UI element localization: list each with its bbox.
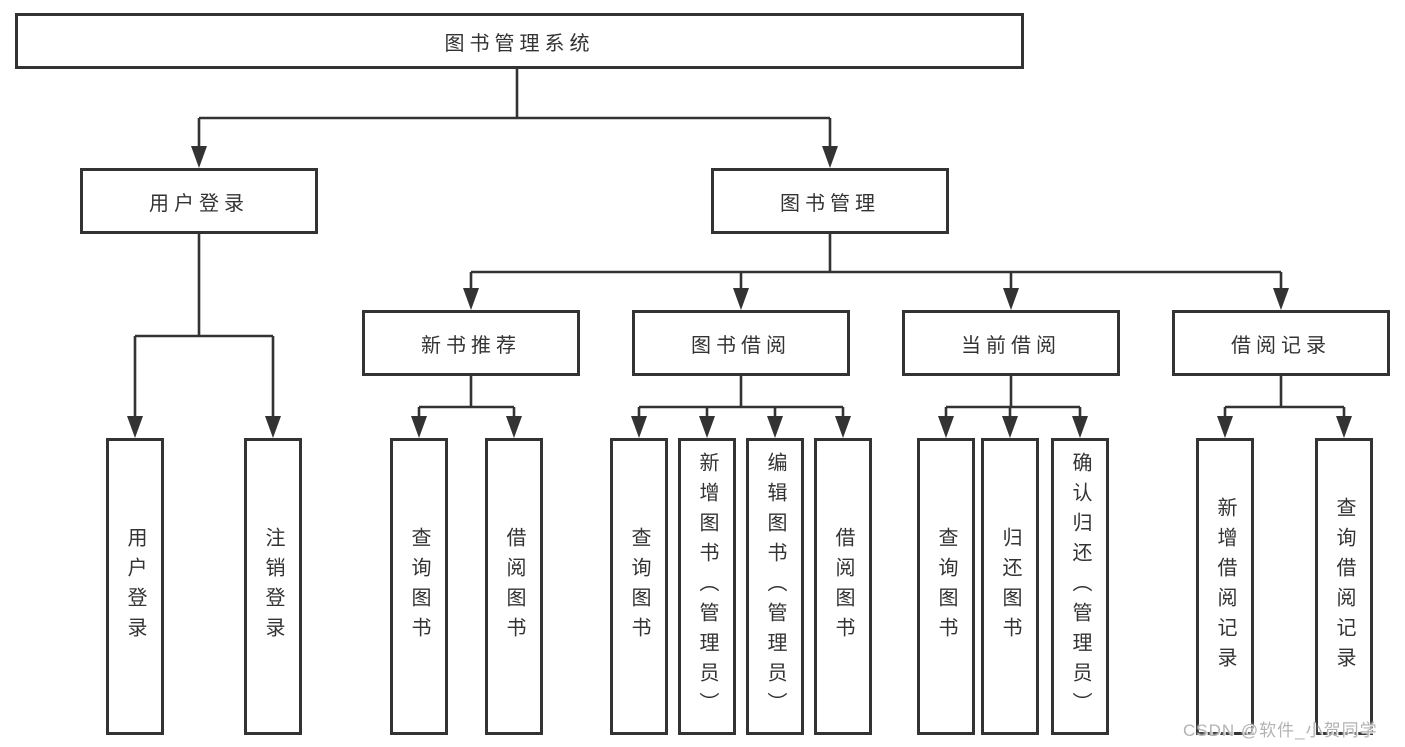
node-root-label: 图书管理系统	[444, 32, 595, 55]
arrowhead-icon	[1273, 288, 1289, 310]
arrowhead-icon	[631, 416, 647, 438]
arrowhead-icon	[191, 146, 207, 168]
leaf-current-return-books: 归还图书	[981, 438, 1039, 735]
arrowhead-icon	[265, 416, 281, 438]
leaf-user-login-label: 用户登录	[124, 526, 146, 647]
node-book-borrowing: 图书借阅	[632, 310, 850, 376]
leaf-borrowing-edit-books-label: 编辑图书（管理员）	[764, 451, 786, 722]
leaf-recommend-borrow-books-label: 借阅图书	[503, 526, 525, 647]
arrowhead-icon	[1072, 416, 1088, 438]
leaf-records-query-record-label: 查询借阅记录	[1333, 496, 1355, 677]
arrowhead-icon	[835, 416, 851, 438]
leaf-records-add-record-label: 新增借阅记录	[1214, 496, 1236, 677]
leaf-current-confirm-return: 确认归还（管理员）	[1051, 438, 1109, 735]
csdn-watermark: CSDN @软件_小贺同学	[1183, 721, 1378, 740]
node-current-borrowing-label: 当前借阅	[961, 334, 1061, 357]
arrowhead-icon	[411, 416, 427, 438]
arrowhead-icon	[938, 416, 954, 438]
arrowhead-icon	[506, 416, 522, 438]
leaf-current-query-books-label: 查询图书	[935, 526, 957, 647]
arrowhead-icon	[1336, 416, 1352, 438]
node-borrowing-records: 借阅记录	[1172, 310, 1390, 376]
leaf-borrowing-add-books-label: 新增图书（管理员）	[696, 451, 718, 722]
arrowhead-icon	[1003, 288, 1019, 310]
leaf-borrowing-add-books: 新增图书（管理员）	[678, 438, 736, 735]
node-user-login: 用户登录	[80, 168, 318, 234]
leaf-logout-label: 注销登录	[262, 526, 284, 647]
leaf-borrowing-query-books: 查询图书	[610, 438, 668, 735]
node-new-book-recommend-label: 新书推荐	[421, 334, 521, 357]
node-user-login-label: 用户登录	[149, 192, 249, 215]
leaf-records-add-record: 新增借阅记录	[1196, 438, 1254, 735]
arrowhead-icon	[1217, 416, 1233, 438]
node-current-borrowing: 当前借阅	[902, 310, 1120, 376]
leaf-recommend-query-books: 查询图书	[390, 438, 448, 735]
leaf-records-query-record: 查询借阅记录	[1315, 438, 1373, 735]
node-book-borrowing-label: 图书借阅	[691, 334, 791, 357]
node-root: 图书管理系统	[15, 13, 1024, 69]
node-book-management: 图书管理	[711, 168, 949, 234]
node-new-book-recommend: 新书推荐	[362, 310, 580, 376]
leaf-current-confirm-return-label: 确认归还（管理员）	[1069, 451, 1091, 722]
leaf-borrowing-borrow-books: 借阅图书	[814, 438, 872, 735]
node-book-management-label: 图书管理	[780, 192, 880, 215]
leaf-user-login: 用户登录	[106, 438, 164, 735]
arrowhead-icon	[463, 288, 479, 310]
leaf-borrowing-query-books-label: 查询图书	[628, 526, 650, 647]
leaf-borrowing-edit-books: 编辑图书（管理员）	[746, 438, 804, 735]
leaf-borrowing-borrow-books-label: 借阅图书	[832, 526, 854, 647]
leaf-recommend-query-books-label: 查询图书	[408, 526, 430, 647]
leaf-current-query-books: 查询图书	[917, 438, 975, 735]
arrowhead-icon	[1002, 416, 1018, 438]
leaf-logout: 注销登录	[244, 438, 302, 735]
arrowhead-icon	[699, 416, 715, 438]
arrowhead-icon	[767, 416, 783, 438]
leaf-recommend-borrow-books: 借阅图书	[485, 438, 543, 735]
arrowhead-icon	[127, 416, 143, 438]
leaf-current-return-books-label: 归还图书	[999, 526, 1021, 647]
arrowheads	[127, 146, 1352, 438]
arrowhead-icon	[822, 146, 838, 168]
node-borrowing-records-label: 借阅记录	[1231, 334, 1331, 357]
arrowhead-icon	[733, 288, 749, 310]
